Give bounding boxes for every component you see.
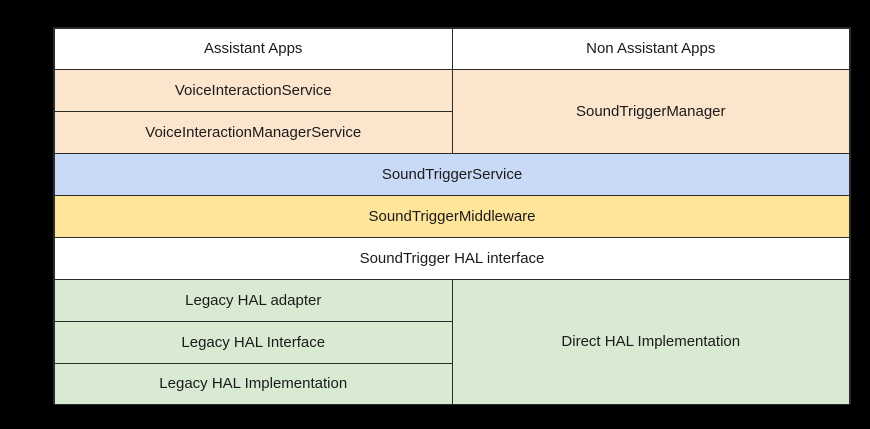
layer-sound-trigger-hal-interface: SoundTrigger HAL interface [54,237,850,280]
table-row-sound-trigger-hal-interface: SoundTrigger HAL interface [54,237,850,280]
table-row-voice-interaction-manager-service: VoiceInteractionManagerService [54,111,850,154]
table-row-sound-trigger-service: SoundTriggerService [54,153,850,196]
architecture-layer-table: Assistant Apps Non Assistant Apps VoiceI… [54,28,850,405]
layer-legacy-hal-adapter: Legacy HAL adapter [54,279,453,322]
table-row-voice-interaction-service: VoiceInteractionService SoundTriggerMana… [54,69,850,154]
column-header-assistant-apps: Assistant Apps [54,28,453,70]
table-row-headers: Assistant Apps Non Assistant Apps [54,28,850,70]
table-row-legacy-hal-interface: Legacy HAL Interface [54,321,850,364]
layer-voice-interaction-service: VoiceInteractionService [54,69,453,112]
layer-sound-trigger-middleware: SoundTriggerMiddleware [54,195,850,238]
layer-sound-trigger-service: SoundTriggerService [54,153,850,196]
sound-trigger-architecture-diagram: Assistant Apps Non Assistant Apps VoiceI… [53,27,851,405]
layer-direct-hal-implementation: Direct HAL Implementation [451,279,850,405]
layer-legacy-hal-implementation: Legacy HAL Implementation [54,363,453,405]
layer-voice-interaction-manager-service: VoiceInteractionManagerService [54,111,453,154]
layer-sound-trigger-manager: SoundTriggerManager [451,69,850,154]
layer-legacy-hal-interface: Legacy HAL Interface [54,321,453,364]
table-row-legacy-hal-adapter: Legacy HAL adapter Direct HAL Implementa… [54,279,850,405]
table-row-sound-trigger-middleware: SoundTriggerMiddleware [54,195,850,238]
column-header-non-assistant-apps: Non Assistant Apps [451,28,850,70]
table-row-legacy-hal-implementation: Legacy HAL Implementation [54,363,850,405]
